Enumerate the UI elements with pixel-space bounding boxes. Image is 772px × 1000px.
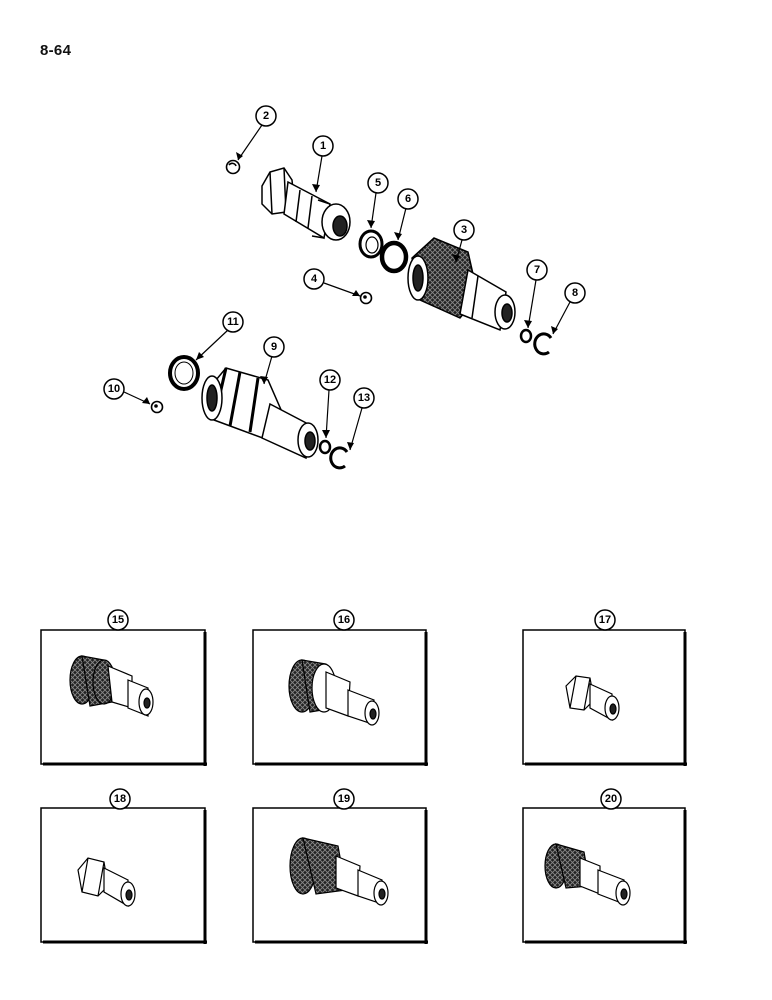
callout-10: 10: [103, 378, 125, 400]
panel-15-callout: 15: [107, 609, 129, 631]
part-3-coupler-body: [407, 237, 516, 332]
svg-text:12: 12: [324, 374, 336, 386]
callout-9: 9: [263, 336, 285, 358]
callout-3: 3: [453, 219, 475, 241]
callout-11: 11: [222, 311, 244, 333]
callout-12: 12: [319, 369, 341, 391]
panel-16-callout: 16: [333, 609, 355, 631]
part-5-ring: [358, 229, 384, 259]
svg-text:6: 6: [405, 193, 411, 205]
part-4-ball: [359, 291, 373, 305]
panel-16-coupler-image: [288, 659, 380, 726]
svg-text:5: 5: [375, 177, 381, 189]
callout-5: 5: [367, 172, 389, 194]
panel-18: 18: [40, 788, 207, 944]
svg-text:11: 11: [227, 316, 239, 328]
panel-18-coupler-image: [77, 857, 136, 908]
callout-8: 8: [564, 282, 586, 304]
callout-2: 2: [255, 105, 277, 127]
part-13-snap-ring: [329, 446, 349, 470]
part-6-oring: [379, 240, 409, 274]
svg-text:9: 9: [271, 341, 277, 353]
svg-text:2: 2: [263, 110, 269, 122]
svg-text:1: 1: [320, 140, 326, 152]
part-2-ball: [225, 159, 241, 175]
panel-17-callout: 17: [594, 609, 616, 631]
callout-7: 7: [526, 259, 548, 281]
svg-text:15: 15: [112, 614, 124, 626]
panel-16: 16: [252, 609, 428, 766]
leader-arrowheads: [142, 152, 558, 450]
svg-text:18: 18: [114, 793, 126, 805]
part-9-coupler-body: [201, 367, 319, 460]
panel-17: 17: [522, 609, 687, 766]
panel-20-coupler-image: [544, 843, 631, 906]
leader-lines: [123, 124, 571, 451]
panel-19-callout: 19: [333, 788, 355, 810]
svg-text:7: 7: [534, 264, 540, 276]
callout-1: 1: [312, 135, 334, 157]
svg-text:19: 19: [338, 793, 350, 805]
svg-text:16: 16: [338, 614, 350, 626]
part-11-ring: [168, 355, 200, 391]
panel-15-coupler-image: [69, 655, 154, 717]
part-7-oring: [519, 328, 533, 344]
svg-text:3: 3: [461, 224, 467, 236]
panel-20-callout: 20: [600, 788, 622, 810]
svg-text:20: 20: [605, 793, 617, 805]
callout-4: 4: [303, 268, 325, 290]
svg-text:13: 13: [358, 392, 370, 404]
callout-13: 13: [353, 387, 375, 409]
svg-text:10: 10: [108, 383, 120, 395]
panel-18-callout: 18: [109, 788, 131, 810]
panel-19-coupler-image: [289, 837, 389, 906]
svg-text:4: 4: [311, 273, 318, 285]
svg-text:8: 8: [572, 287, 578, 299]
panel-15: 15: [40, 609, 207, 766]
panel-19: 19: [252, 788, 428, 944]
part-1-nipple: [261, 167, 351, 241]
panel-17-coupler-image: [565, 675, 620, 722]
callout-6: 6: [397, 188, 419, 210]
part-8-snap-ring: [533, 332, 553, 356]
page-number: 8-64: [40, 42, 72, 59]
panel-20: 20: [522, 788, 687, 944]
part-12-oring: [318, 439, 332, 455]
svg-text:17: 17: [599, 614, 611, 626]
part-10-ball: [150, 400, 164, 414]
